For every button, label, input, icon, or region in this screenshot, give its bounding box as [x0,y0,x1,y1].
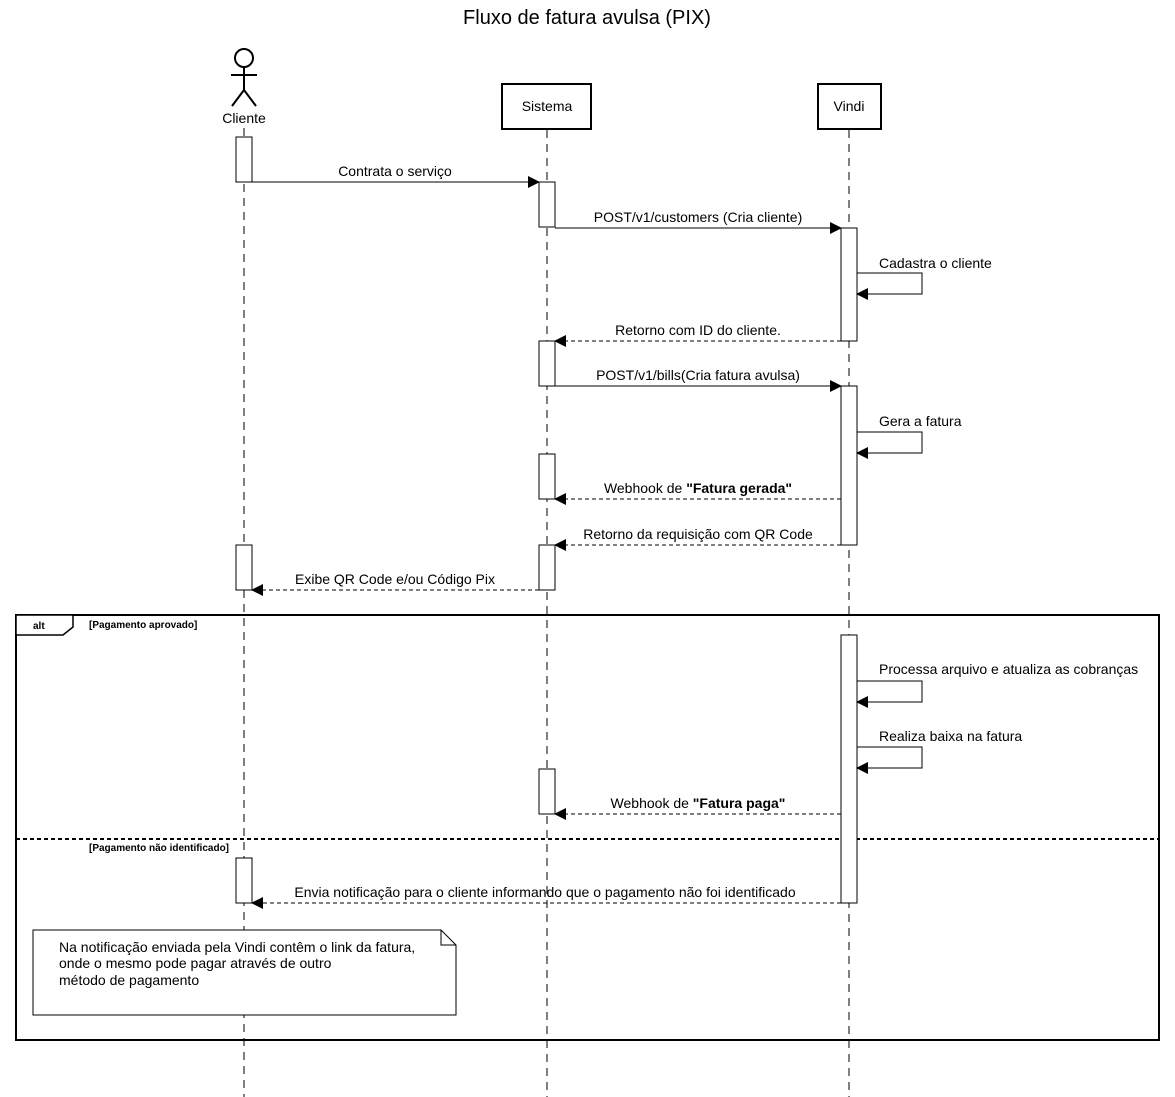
message-label-m7: Webhook de "Fatura gerada" [604,480,792,496]
activation-cliente-2 [235,544,253,591]
note-box [32,929,457,1016]
note-fold [440,930,456,946]
participant-sistema-box [501,83,592,130]
message-label-m9: Exibe QR Code e/ou Código Pix [295,571,495,587]
message-label-m10: Processa arquivo e atualiza as cobranças [879,661,1138,677]
activation-vindi-3 [840,634,858,904]
message-arrow-m3 [856,272,923,300]
activation-cliente-3 [235,857,253,904]
participant-vindi-label: Vindi [834,98,865,114]
message-label-m5: POST/v1/bills(Cria fatura avulsa) [596,367,800,383]
note-line-1: Na notificação enviada pela Vindi contêm… [59,939,415,955]
message-label-m12-bold: "Fatura paga" [693,795,786,811]
activation-vindi-2 [840,385,858,546]
note-line-2: onde o mesmo pode pagar através de outro [59,955,332,971]
alt-fragment-frame [15,614,1160,1041]
participant-sistema-label: Sistema [522,98,573,114]
alt-guard-not-identified: [Pagamento não identificado] [89,843,229,854]
message-arrow-m10 [856,680,923,708]
activation-sistema-3 [538,453,556,500]
message-label-m7-bold: "Fatura gerada" [686,480,792,496]
message-label-m13: Envia notificação para o cliente informa… [294,884,795,900]
message-label-m7-prefix: Webhook de [604,480,686,496]
activation-sistema-2 [538,340,556,387]
activation-sistema-5 [538,768,556,815]
actor-cliente-icon [231,48,257,107]
message-label-m12: Webhook de "Fatura paga" [611,795,786,811]
activation-sistema-4 [538,544,556,591]
diagram-title: Fluxo de fatura avulsa (PIX) [463,7,711,29]
message-label-m4: Retorno com ID do cliente. [615,322,781,338]
message-label-m3: Cadastra o cliente [879,255,992,271]
alt-fragment-tab [15,614,74,636]
note-line-3: método de pagamento [59,972,199,988]
message-label-m1: Contrata o serviço [338,163,452,179]
activation-vindi-1 [840,227,858,342]
activation-sistema-1 [538,181,556,228]
message-label-m11: Realiza baixa na fatura [879,728,1022,744]
alt-guard-approved: [Pagamento aprovado] [89,620,197,631]
message-arrow-m6 [856,431,923,459]
alt-operator-label: alt [33,621,45,632]
message-label-m12-prefix: Webhook de [611,795,693,811]
message-arrow-m11 [856,746,923,774]
message-label-m6: Gera a fatura [879,413,962,429]
participant-cliente-label: Cliente [222,110,266,126]
message-label-m2: POST/v1/customers (Cria cliente) [594,209,803,225]
message-label-m8: Retorno da requisição com QR Code [583,526,813,542]
participant-vindi-box [817,83,882,130]
activation-cliente-1 [235,136,253,183]
